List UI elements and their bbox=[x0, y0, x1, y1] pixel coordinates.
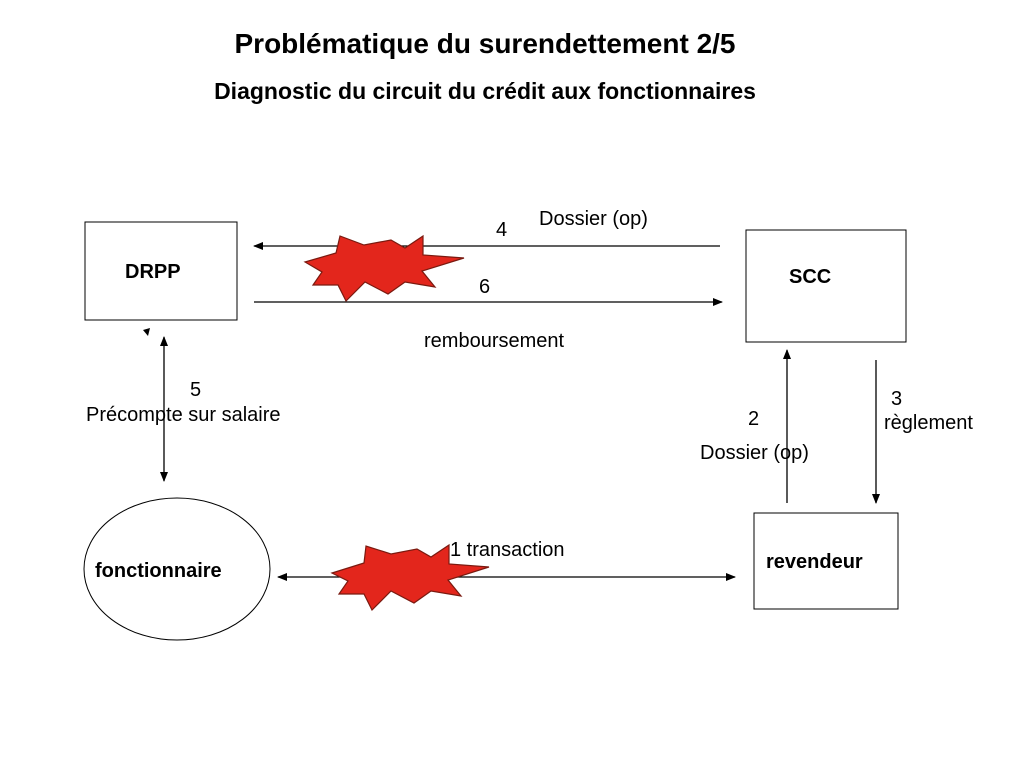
step5-label: Précompte sur salaire bbox=[86, 404, 281, 426]
step5-number: 5 bbox=[190, 379, 202, 401]
step6-number: 6 bbox=[479, 276, 491, 298]
fonctionnaire-ellipse bbox=[83, 497, 271, 641]
step6-label: remboursement bbox=[424, 330, 565, 352]
step3-label: règlement bbox=[884, 412, 973, 434]
step1-label: 1 transaction bbox=[450, 539, 565, 561]
step2-label: Dossier (op) bbox=[700, 442, 809, 464]
page-subtitle: Diagnostic du circuit du crédit aux fonc… bbox=[214, 78, 756, 104]
fonctionnaire-label: fonctionnaire bbox=[95, 560, 222, 582]
step4-label: Dossier (op) bbox=[539, 208, 648, 230]
drpp-label: DRPP bbox=[125, 261, 181, 283]
drpp-box bbox=[84, 221, 238, 321]
step4-number: 4 bbox=[496, 219, 508, 241]
scc-label: SCC bbox=[789, 266, 832, 288]
page-title: Problématique du surendettement 2/5 bbox=[234, 28, 736, 59]
revendeur-label: revendeur bbox=[766, 551, 863, 573]
stray-arrowhead bbox=[143, 328, 150, 336]
revendeur-box bbox=[753, 512, 899, 610]
starburst-alert-bottom-icon bbox=[330, 543, 490, 612]
step2-number: 2 bbox=[748, 408, 760, 430]
starburst-alert-top-icon bbox=[303, 234, 465, 303]
scc-box bbox=[745, 229, 907, 343]
step3-number: 3 bbox=[891, 388, 903, 410]
